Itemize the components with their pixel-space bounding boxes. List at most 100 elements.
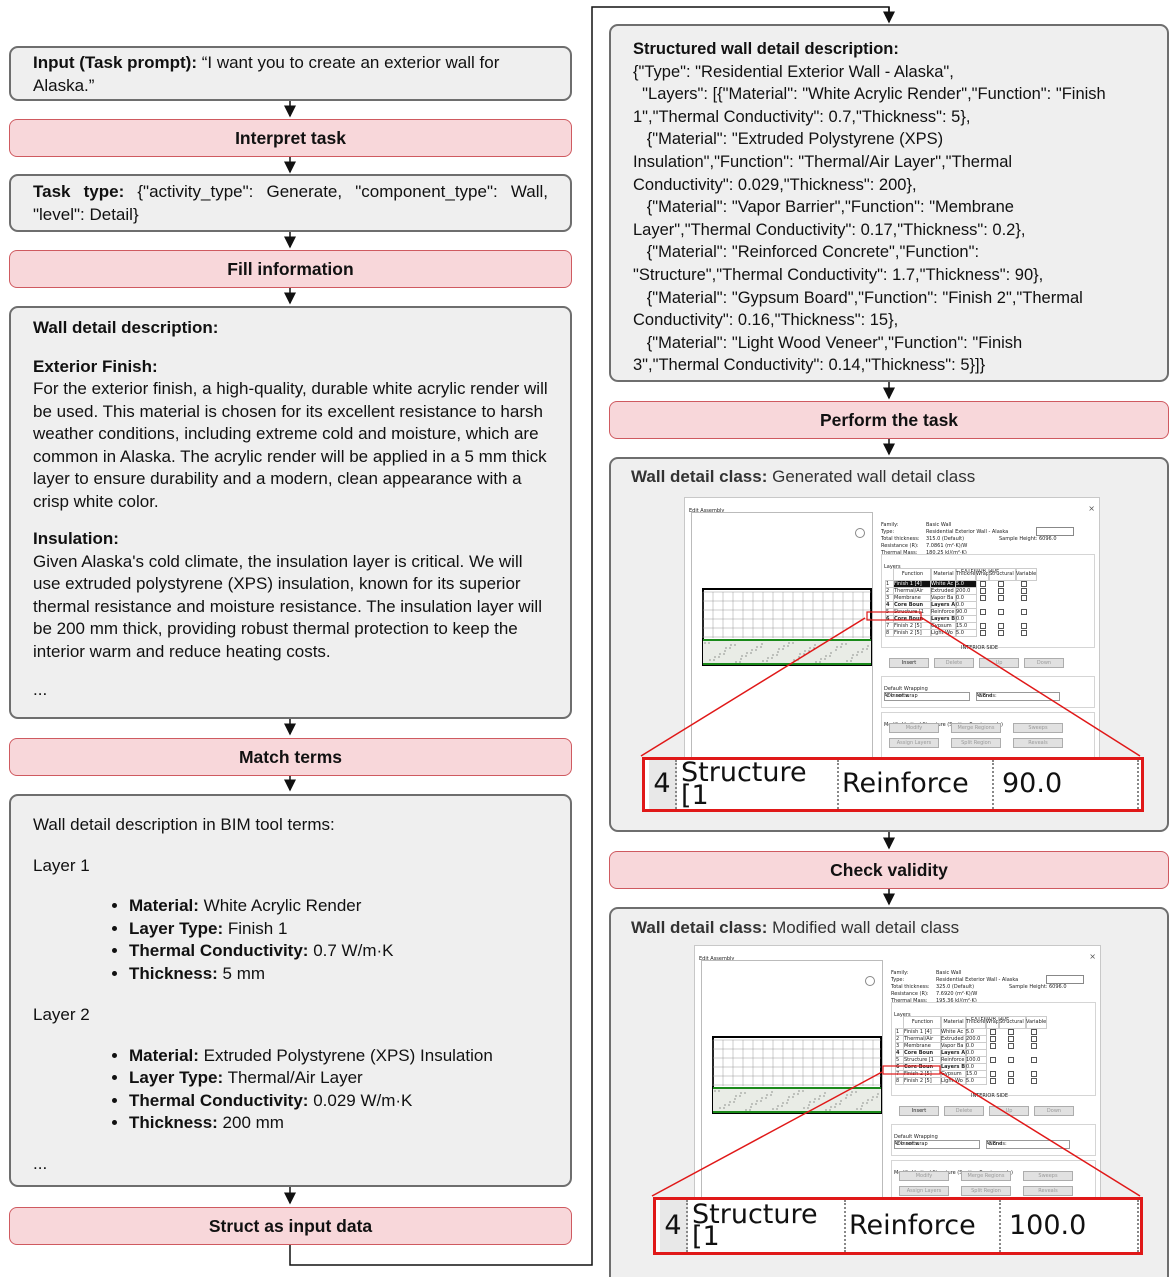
bim-heading: Wall detail description in BIM tool term…	[33, 815, 335, 834]
assign-layers-button[interactable]: Assign Layers	[899, 1186, 949, 1196]
structural-checkbox[interactable]	[1008, 1029, 1014, 1035]
delete-button[interactable]: Delete	[944, 1106, 984, 1116]
modify-button[interactable]: Modify	[899, 1171, 949, 1181]
layers-column-header: Variable	[1025, 1016, 1047, 1029]
dialog-title: Edit Assembly	[699, 956, 735, 962]
modify-button[interactable]: Modify	[889, 723, 939, 733]
merge-regions-button[interactable]: Merge Regions	[951, 723, 1001, 733]
structural-checkbox[interactable]	[1008, 1043, 1014, 1049]
wraps-checkbox[interactable]	[980, 588, 986, 594]
wraps-checkbox[interactable]	[980, 595, 986, 601]
structural-checkbox[interactable]	[1008, 1057, 1014, 1063]
wraps-checkbox[interactable]	[990, 1043, 996, 1049]
structural-checkbox[interactable]	[998, 581, 1004, 587]
property-label: Family:	[891, 970, 909, 976]
sweeps-button[interactable]: Sweeps	[1023, 1171, 1073, 1181]
bim-terms-box: Wall detail description in BIM tool term…	[9, 794, 572, 1187]
description-ellipsis: ...	[33, 680, 48, 699]
layer1-item: Material: White Acrylic Render	[129, 895, 548, 918]
variable-checkbox[interactable]	[1021, 588, 1027, 594]
assign-layers-button[interactable]: Assign Layers	[889, 738, 939, 748]
structural-checkbox[interactable]	[998, 595, 1004, 601]
wraps-checkbox[interactable]	[990, 1036, 996, 1042]
zoom-row-modified: 4 Structure [1 Reinforce 100.0	[653, 1197, 1143, 1255]
variable-checkbox[interactable]	[1031, 1078, 1037, 1084]
property-label: Thermal Mass:	[891, 998, 928, 1004]
wraps-checkbox[interactable]	[980, 609, 986, 615]
variable-checkbox[interactable]	[1031, 1043, 1037, 1049]
structural-checkbox[interactable]	[1008, 1071, 1014, 1077]
structural-checkbox[interactable]	[1008, 1078, 1014, 1084]
variable-checkbox[interactable]	[1031, 1071, 1037, 1077]
wraps-checkbox[interactable]	[980, 630, 986, 636]
close-icon[interactable]: ×	[1089, 952, 1096, 961]
insert-button[interactable]: Insert	[899, 1106, 939, 1116]
layers-row-thickness[interactable]: 5.0	[965, 1077, 987, 1085]
zoom-function: Structure [1	[681, 759, 839, 809]
variable-checkbox[interactable]	[1021, 623, 1027, 629]
sweeps-button[interactable]: Sweeps	[1013, 723, 1063, 733]
zoom-icon[interactable]	[855, 528, 865, 538]
insert-button[interactable]: Insert	[889, 658, 929, 668]
layers-row-function[interactable]: Finish 2 [5]	[893, 629, 932, 637]
step-perform-task: Perform the task	[609, 401, 1169, 439]
delete-button[interactable]: Delete	[934, 658, 974, 668]
wraps-checkbox[interactable]	[990, 1078, 996, 1084]
structural-checkbox[interactable]	[998, 630, 1004, 636]
at-ends-select[interactable]: None	[986, 1140, 1070, 1149]
property-value: 325.0 (Default)	[936, 984, 975, 990]
variable-checkbox[interactable]	[1021, 630, 1027, 636]
structural-checkbox[interactable]	[998, 623, 1004, 629]
at-inserts-select[interactable]: Do not wrap	[884, 692, 970, 701]
layers-row-thickness[interactable]: 5.0	[955, 629, 977, 637]
layers-row-function[interactable]: Finish 2 [5]	[903, 1077, 942, 1085]
wraps-checkbox[interactable]	[990, 1071, 996, 1077]
at-inserts-label: At Inserts:	[884, 693, 910, 699]
layer2-item: Layer Type: Thermal/Air Layer	[129, 1067, 548, 1090]
split-region-button[interactable]: Split Region	[961, 1186, 1011, 1196]
exterior-side-label: EXTERIOR SIDE	[961, 568, 1000, 574]
layer2-item: Material: Extruded Polystyrene (XPS) Ins…	[129, 1045, 548, 1068]
wraps-checkbox[interactable]	[980, 581, 986, 587]
structured-json-line: Conductivity": 0.029,"Thickness": 200},	[633, 175, 917, 194]
close-icon[interactable]: ×	[1088, 504, 1095, 513]
task-type-label: Task type:	[33, 182, 125, 201]
zoom-icon[interactable]	[865, 976, 875, 986]
sample-height-input[interactable]: 6096.0	[1036, 527, 1074, 542]
structured-json-line: "Layers": [{"Material": "White Acrylic R…	[633, 85, 1106, 104]
variable-checkbox[interactable]	[1031, 1036, 1037, 1042]
wraps-checkbox[interactable]	[980, 623, 986, 629]
variable-checkbox[interactable]	[1031, 1057, 1037, 1063]
exterior-side-label: EXTERIOR SIDE	[971, 1016, 1010, 1022]
variable-checkbox[interactable]	[1021, 609, 1027, 615]
property-label: Resistance (R):	[891, 991, 929, 997]
merge-regions-button[interactable]: Merge Regions	[961, 1171, 1011, 1181]
reveals-button[interactable]: Reveals	[1013, 738, 1063, 748]
property-value: 315.0 (Default)	[926, 536, 965, 542]
up-button[interactable]: Up	[979, 658, 1019, 668]
split-region-button[interactable]: Split Region	[951, 738, 1001, 748]
structural-checkbox[interactable]	[998, 609, 1004, 615]
layers-row-material[interactable]: Light Wo	[940, 1077, 967, 1085]
variable-checkbox[interactable]	[1031, 1029, 1037, 1035]
down-button[interactable]: Down	[1024, 658, 1064, 668]
up-button[interactable]: Up	[989, 1106, 1029, 1116]
layers-row-material[interactable]: Light Wo	[930, 629, 957, 637]
variable-checkbox[interactable]	[1021, 595, 1027, 601]
structural-checkbox[interactable]	[1008, 1036, 1014, 1042]
variable-checkbox[interactable]	[1021, 581, 1027, 587]
sample-height-input[interactable]: 6096.0	[1046, 975, 1084, 990]
wraps-checkbox[interactable]	[990, 1057, 996, 1063]
at-ends-select[interactable]: None	[976, 692, 1060, 701]
structured-json-line: {"Material": "Reinforced Concrete","Func…	[633, 243, 980, 262]
wraps-checkbox[interactable]	[990, 1029, 996, 1035]
zoom-material: Reinforce	[849, 1200, 1001, 1252]
at-inserts-select[interactable]: Do not wrap	[894, 1140, 980, 1149]
down-button[interactable]: Down	[1034, 1106, 1074, 1116]
zoom-row-generated: 4 Structure [1 Reinforce 90.0	[642, 757, 1144, 812]
step-match-terms: Match terms	[9, 738, 572, 776]
reveals-button[interactable]: Reveals	[1023, 1186, 1073, 1196]
structural-checkbox[interactable]	[998, 588, 1004, 594]
task-type-text: {"activity_type": Generate, "component_t…	[33, 182, 548, 224]
